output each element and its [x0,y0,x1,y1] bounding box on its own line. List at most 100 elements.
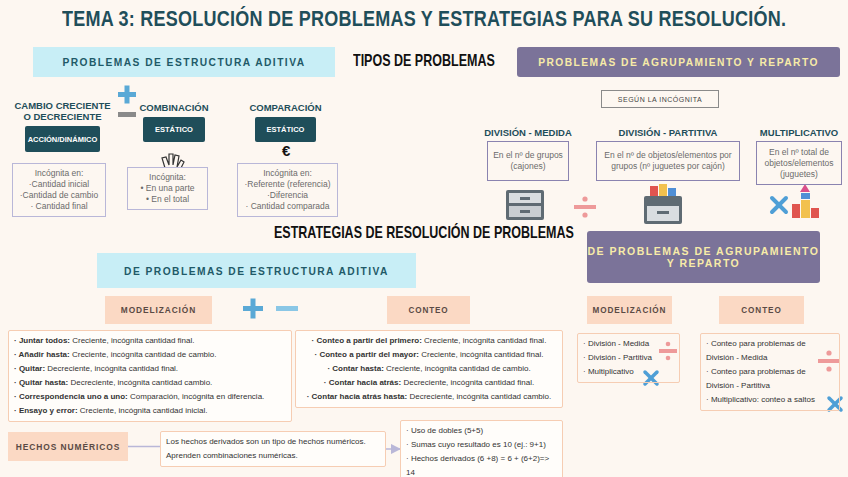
blocks-icon [792,184,819,218]
drawer-icon [506,190,544,220]
term: · Añadir hasta: [14,350,70,359]
divide-icon [818,350,840,371]
box-text: SEGÚN LA INCÓGNITA [604,96,716,103]
box-text: Incógnita en: [16,168,102,179]
box-text: · Cantidad comparada [241,201,334,212]
box-text: · Uso de dobles (5+5) [406,424,557,438]
box-heading: COMBINACIÓN [129,102,219,113]
box-text: En el nº de grupos (cajones) [492,150,564,172]
divide-icon [659,342,677,361]
term: · Quitar hasta: [14,378,68,387]
type-box: COMPARACIÓNESTÁTICO [255,117,316,142]
section-band: DE PROBLEMAS DE ESTRUCTURA ADITIVA [97,253,416,288]
term-detail: Comparación, incógnita en diferencia. [128,392,265,401]
term-detail: Creciente, incógnita cantidad final. [422,336,547,345]
box-text: PROBLEMAS DE ESTRUCTURA ADITIVA [37,56,331,68]
section-heading: ESTRATEGIAS DE RESOLUCIÓN DE PROBLEMAS [274,223,574,243]
box-text: ·Cantidad de cambio [16,190,102,201]
unknown-box: MULTIPLICATIVOEn el nº total de objetos/… [756,141,842,185]
box-text: En el nº de objetos/elementos por grupos… [601,150,735,172]
term: · Conteo a partir del mayor: [315,350,419,359]
term: · Contar hasta: [327,364,383,373]
euro-symbol: € [282,142,290,159]
box-text: HECHOS NUMÉRICOS [12,442,124,452]
box-text: · Multiplicativo [583,365,674,379]
strategy-tag: MODELIZACIÓN [105,296,212,324]
box-text: · Contar hasta: Creciente, incógnita can… [301,362,557,376]
box-text: · Quitar: Decreciente, incógnita cantida… [14,362,286,376]
multiply-icon [772,198,786,212]
unknown-box: Incógnita en:·Cantidad inicial·Cantidad … [12,163,106,217]
box-text: • En una parte [131,183,204,194]
strategy-tag: CONTEO [719,296,804,324]
box-text: · Hechos derivados (6 +8) = 6 + (6+2)=> … [406,452,557,477]
strategy-tag: CONTEO [387,296,470,324]
box-heading: CAMBIO CRECIENTE O DECRECIENTE [13,100,113,122]
box-text: · Juntar todos: Creciente, incógnita can… [14,334,286,348]
box-text: ACCIÓN/DINÁMICO [25,135,100,144]
unknown-box: Incógnita en:·Referente (referencia)·Dif… [237,163,338,217]
term-detail: Decreciente, incógnita cantidad cambio. [68,378,212,387]
term-detail: Decreciente, incógnita cantidad cambio. [407,392,551,401]
box-text: • En el total [131,194,204,205]
criterion-box: SEGÚN LA INCÓGNITA [601,90,719,108]
section-band: DE PROBLEMAS DE AGRUPAMIENTO Y REPARTO [587,231,820,283]
box-text: CONTEO [723,305,800,315]
box-text: Incógnita en: [241,168,334,179]
box-text: ESTÁTICO [143,125,205,134]
box-text: DE PROBLEMAS DE ESTRUCTURA ADITIVA [101,265,412,277]
type-box: COMBINACIÓNESTÁTICO [143,117,205,142]
connector [128,446,160,448]
box-text: · Conteo para problemas de División - Me… [706,337,834,365]
box-text: Incógnita: [131,172,204,183]
box-text: ·Cantidad inicial [16,179,102,190]
connector [386,448,400,450]
term-detail: Decreciente, incógnita cantidad final. [45,364,178,373]
term-detail: Creciente, incógnita cantidad de cambio. [70,350,217,359]
box-heading: DIVISIÓN - PARTITIVA [598,127,738,138]
page-title: TEMA 3: RESOLUCIÓN DE PROBLEMAS Y ESTRAT… [62,6,786,32]
box-text: · Multiplicativo: conteo a saltos [706,393,834,407]
section-heading: TIPOS DE PROBLEMAS [353,51,495,71]
box-text: · Conteo para problemas de División - Pa… [706,365,834,393]
box-text: · Correspondencia uno a uno: Comparación… [14,390,286,404]
box-text: En el nº total de objetos/elementos (jug… [761,147,837,180]
strategy-list: · Juntar todos: Creciente, incógnita can… [8,330,292,422]
box-text: · Añadir hasta: Creciente, incógnita can… [14,348,286,362]
term: · Ensayo y error: [14,406,78,415]
type-box: CAMBIO CRECIENTE O DECRECIENTEACCIÓN/DIN… [25,126,100,152]
box-text: CONTEO [391,305,466,315]
box-text: · Contar hacia atrás hasta: Decreciente,… [301,390,557,404]
strategy-tag: HECHOS NUMÉRICOS [8,432,128,461]
box-text: · División - Medida [583,337,674,351]
box-heading: DIVISIÓN - MEDIDA [473,127,583,138]
strategy-list: · Conteo para problemas de División - Me… [700,333,840,411]
unknown-box: Incógnita:• En una parte• En el total [127,167,208,210]
box-heading: MULTIPLICATIVO [755,127,843,138]
unknown-box: DIVISIÓN - MEDIDAEn el nº de grupos (caj… [487,141,569,181]
term: · Conteo a partir del primero: [312,336,422,345]
box-text: MODELIZACIÓN [591,305,668,315]
term-detail: Creciente, incógnita cantidad final. [70,336,195,345]
box-text: · División - Partitiva [583,351,674,365]
strategy-list: · Conteo a partir del primero: Creciente… [295,330,563,408]
plus-minus-icon [118,86,136,118]
term-detail: Creciente, incógnita cantidad final. [419,350,544,359]
term: · Contar hacia atrás: [324,378,401,387]
box-text: · Ensayo y error: Creciente, incógnita c… [14,404,286,418]
box-text: ·Referente (referencia) [241,179,334,190]
term-detail: Decreciente, incógnita cantidad final. [401,378,534,387]
strategy-list: · División - Medida· División - Partitiv… [577,333,680,383]
box-text: · Sumas cuyo resultado es 10 (ej.: 9+1) [406,438,557,452]
box-text: MODELIZACIÓN [109,305,208,315]
drawer-toys-icon [644,184,682,224]
note-box: Los hechos derivados son un tipo de hech… [160,431,386,467]
box-text: PROBLEMAS DE AGRUPAMIENTO Y REPARTO [521,56,836,68]
box-text: · Contar hacia atrás: Decreciente, incóg… [301,376,557,390]
strategy-tag: MODELIZACIÓN [587,296,672,324]
plus-minus-icon [243,299,298,319]
term-detail: Creciente, incógnita cantidad inicial. [78,406,208,415]
section-band: PROBLEMAS DE AGRUPAMIENTO Y REPARTO [517,47,840,77]
box-text: DE PROBLEMAS DE AGRUPAMIENTO Y REPARTO [587,245,820,269]
unknown-box: DIVISIÓN - PARTITIVAEn el nº de objetos/… [596,141,740,181]
